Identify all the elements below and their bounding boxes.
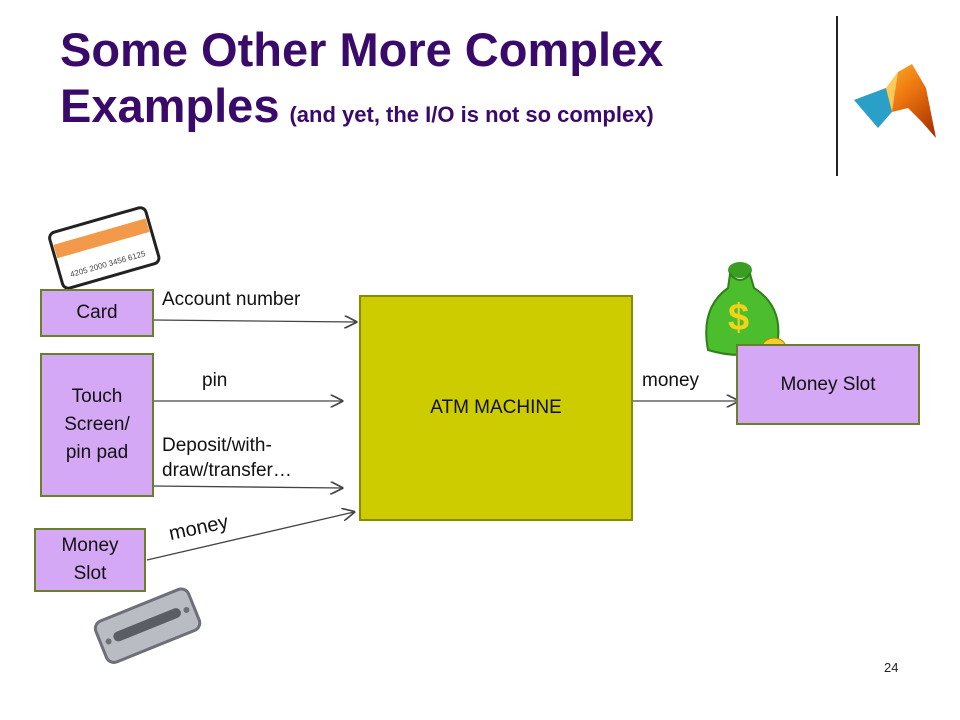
arrow-money-in xyxy=(146,512,354,561)
page-number: 24 xyxy=(884,660,899,675)
slide-title: Some Other More Complex Examples (and yet… xyxy=(60,22,663,143)
money-out-label: money xyxy=(642,370,700,391)
money-slot-input-line-1: Money xyxy=(61,535,119,556)
account-number-label: Account number xyxy=(162,289,301,310)
touch-screen-box: Touch Screen/ pin pad xyxy=(40,353,154,497)
money-slot-input-line-2: Slot xyxy=(73,563,107,584)
touch-label-line-2: Screen/ xyxy=(64,414,130,435)
title-line-2: Examples (and yet, the I/O is not so comp… xyxy=(60,78,663,143)
title-subtitle: (and yet, the I/O is not so complex) xyxy=(289,102,654,127)
svg-text:$: $ xyxy=(728,297,749,339)
matlab-logo-icon xyxy=(854,64,936,138)
pin-label: pin xyxy=(202,370,228,391)
deposit-label-line-2: draw/transfer… xyxy=(162,460,292,481)
money-slot-output-label: Money Slot xyxy=(780,373,876,395)
title-main-word: Examples xyxy=(60,79,280,132)
deposit-label-line-1: Deposit/with- xyxy=(162,435,272,456)
arrow-account-number xyxy=(152,320,356,322)
money-slot-output-box: Money Slot xyxy=(736,344,920,425)
coin-slot-icon xyxy=(93,587,202,664)
card-box: Card xyxy=(40,289,154,337)
deposit-label: Deposit/with- draw/transfer… xyxy=(162,433,292,483)
touch-label-line-3: pin pad xyxy=(65,442,129,463)
money-slot-input-box: Money Slot xyxy=(34,528,146,592)
credit-card-icon: 4205 2000 3456 6125 xyxy=(48,206,161,289)
card-box-label: Card xyxy=(76,302,118,323)
atm-machine-label: ATM MACHINE xyxy=(430,397,562,418)
title-divider xyxy=(836,16,838,176)
atm-machine-box: ATM MACHINE xyxy=(359,295,633,521)
title-line-1: Some Other More Complex xyxy=(60,23,664,76)
touch-label-line-1: Touch xyxy=(71,386,123,407)
arrow-deposit xyxy=(152,486,342,488)
